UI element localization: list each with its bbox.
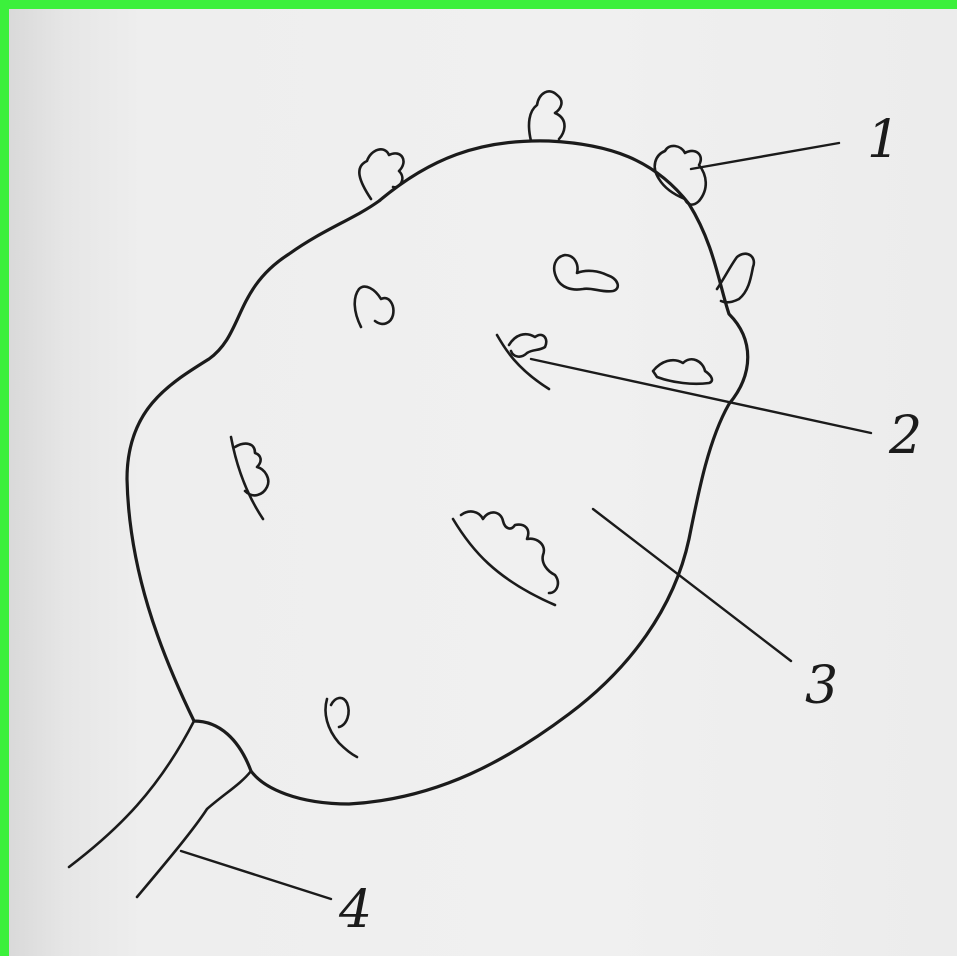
label-3: 3 [805, 656, 838, 716]
cell-body-outline [127, 141, 748, 804]
inclusion [355, 287, 394, 327]
surface-projection [359, 149, 403, 199]
label-1: 1 [867, 110, 900, 170]
cell-diagram: 1 2 3 4 [9, 9, 957, 956]
inclusion [554, 255, 618, 291]
leader-line-2 [531, 359, 871, 433]
internal-inclusions [231, 255, 712, 757]
callout-labels: 1 2 3 4 [338, 110, 922, 940]
inclusion [326, 698, 358, 757]
inclusion [453, 512, 558, 605]
label-4: 4 [338, 880, 372, 940]
label-2: 2 [888, 406, 922, 466]
surface-projection [529, 91, 565, 141]
inclusion [231, 437, 268, 519]
surface-projections [359, 91, 754, 302]
leader-line-4 [181, 851, 331, 899]
inclusion [653, 359, 712, 383]
leader-line-1 [691, 143, 839, 169]
stalk [69, 721, 251, 897]
